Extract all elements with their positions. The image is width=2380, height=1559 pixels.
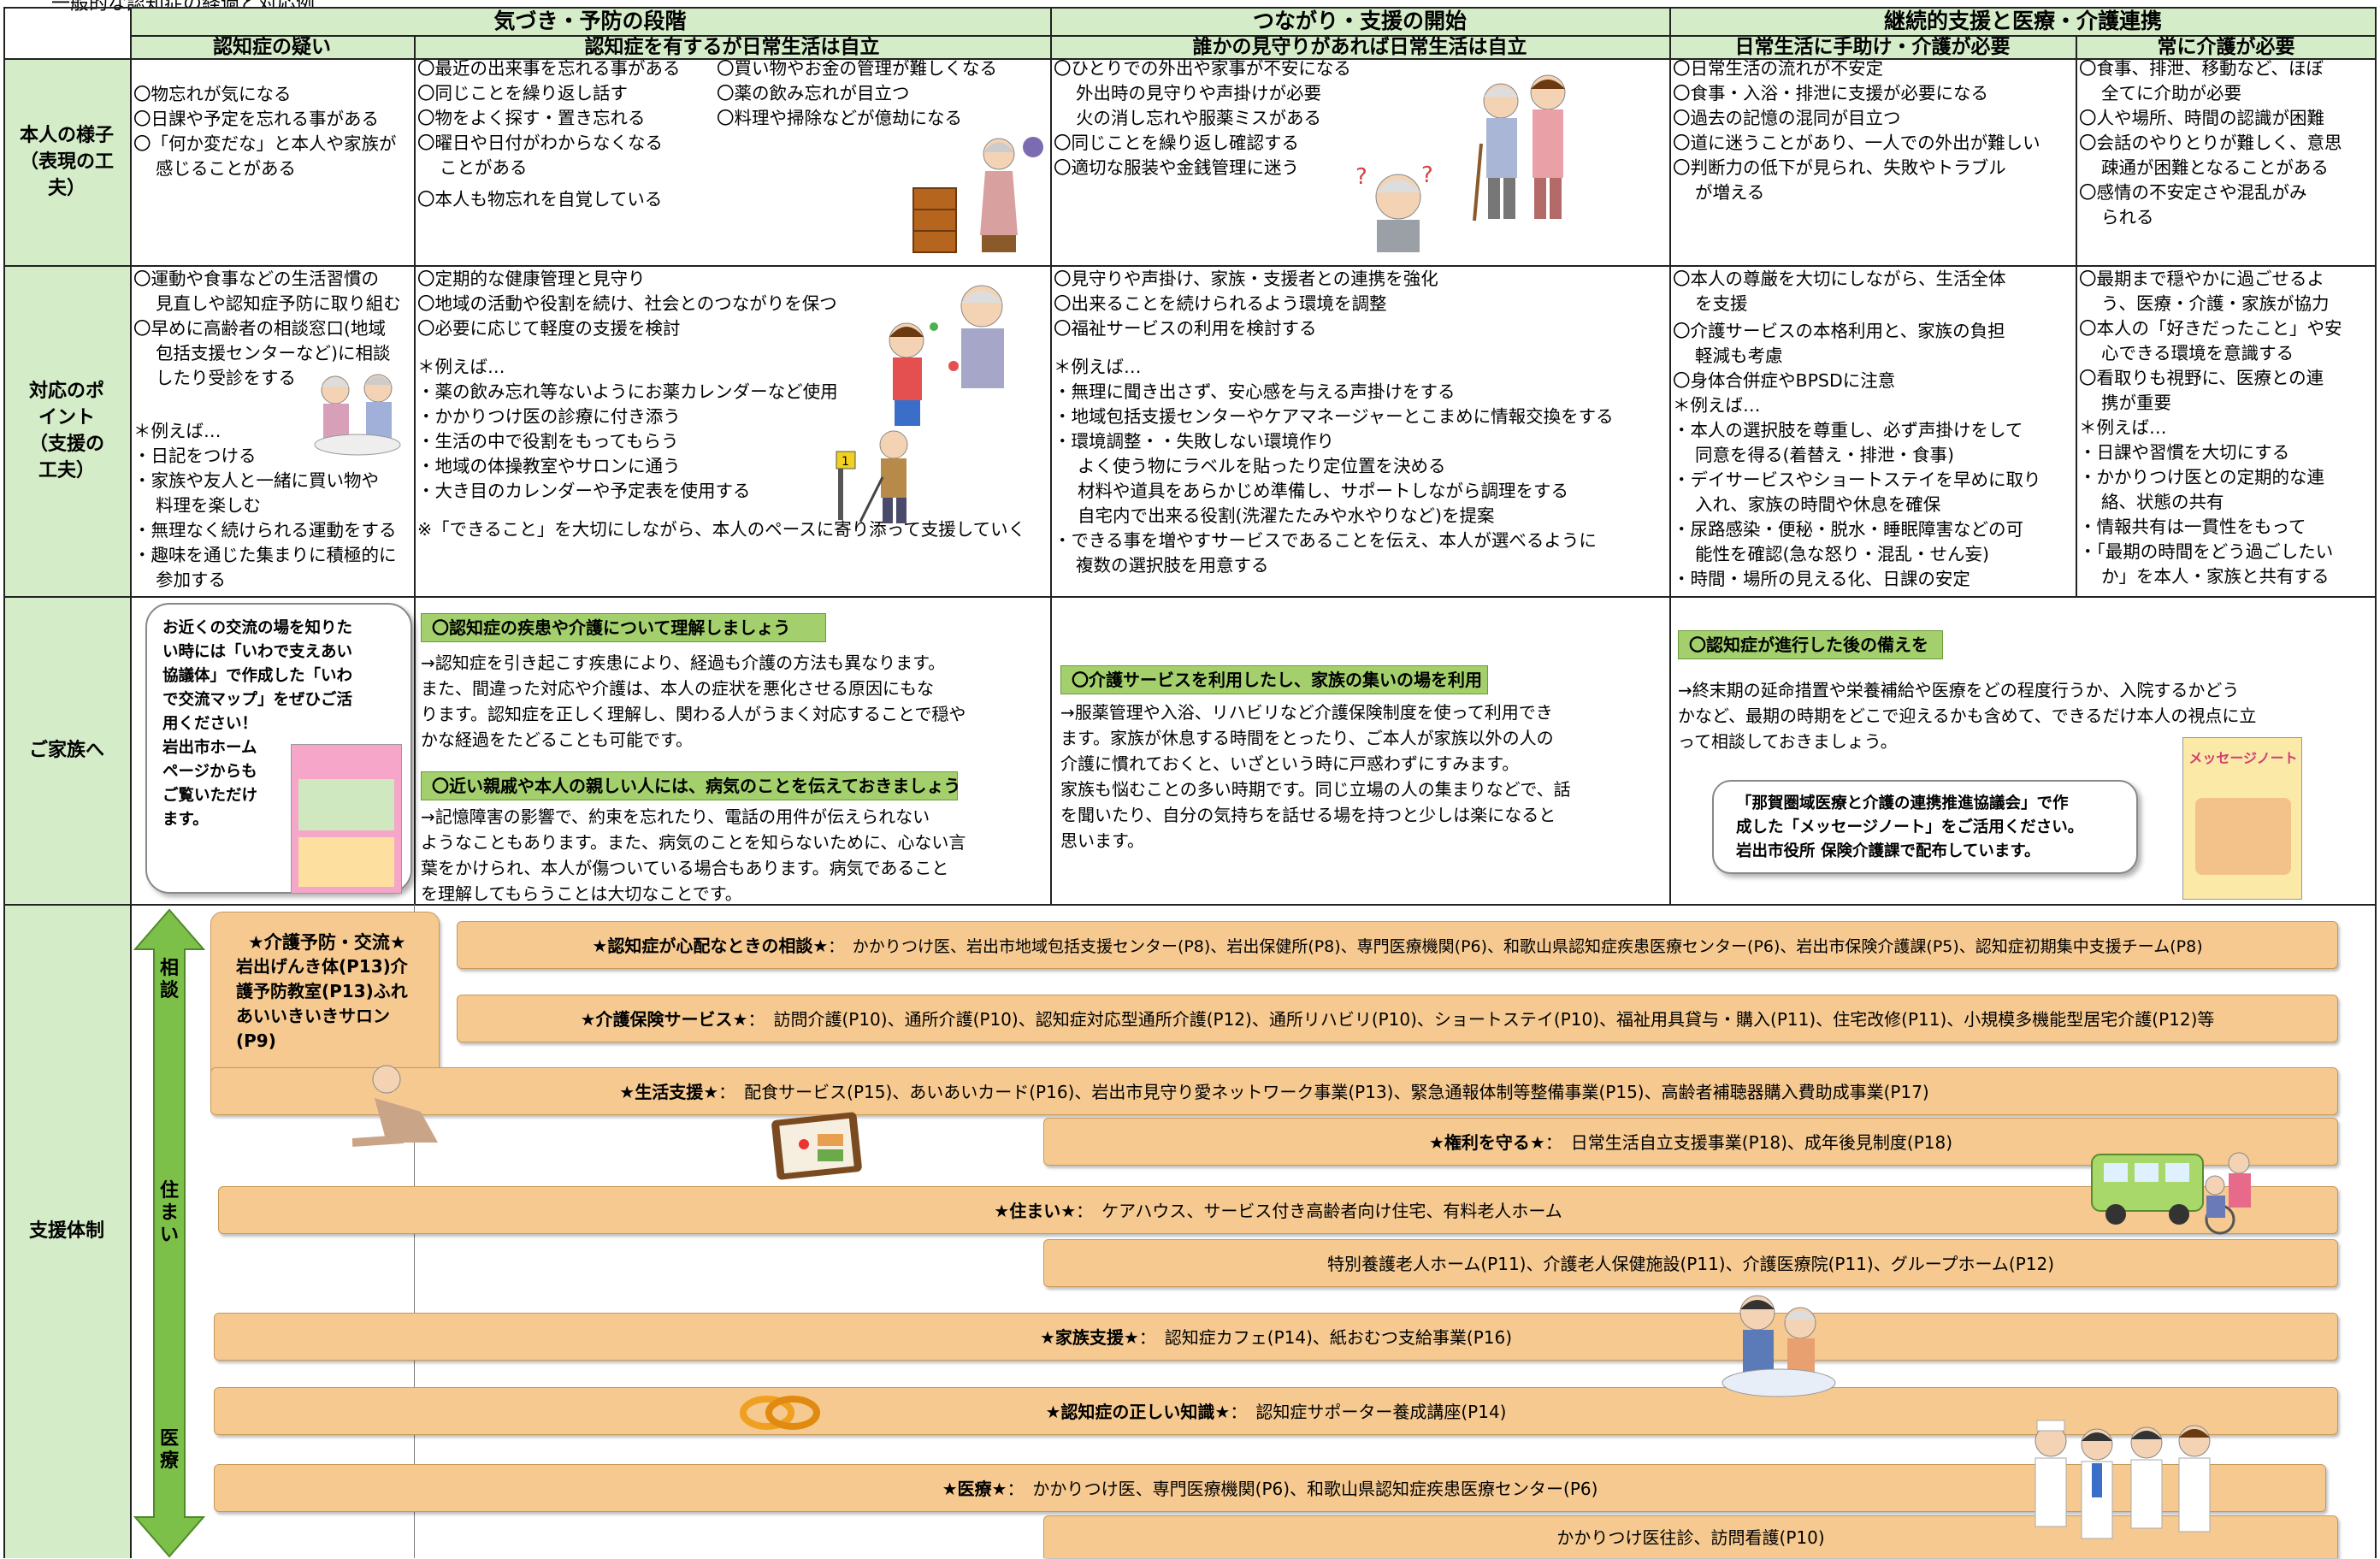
grid-line (2375, 7, 2377, 1558)
arrow-label-housing: 住まい (159, 1180, 179, 1246)
family-text-prepare: →終末期の延命措置や栄養補給や医療をどの程度行うか、入院するかどう かなど、最期… (1678, 680, 2257, 752)
point-cell-5: 〇最期まで穏やかに過ごせるよ う、医療・介護・家族が協力 〇本人の「好きだったこ… (2079, 269, 2342, 587)
message-note-thumbnail: メッセージノート (2182, 737, 2302, 900)
grid-line (3, 904, 2377, 906)
sub-header-4: 日常生活に手助け・介護が必要 (1669, 35, 2076, 58)
grid-line (130, 35, 2377, 37)
message-note-picture (2195, 798, 2291, 875)
map-thumbnail-photo (298, 779, 394, 830)
yobo-koryu-title: ★介護予防・交流★ (248, 932, 406, 953)
support-bar-kaigo-service: ★介護保険サービス★： 訪問介護(P10)、通所介護(P10)、認知症対応型通所… (457, 995, 2338, 1042)
state-cell-2a: 〇最近の出来事を忘れる事がある 〇同じことを繰り返し話す 〇物をよく探す・置き忘… (417, 58, 681, 210)
stage-header-1: 気づき・予防の段階 (130, 7, 1050, 35)
state-cell-3: 〇ひとりでの外出や家事が不安になる 外出時の見守りや声掛けが必要 火の消し忘れや… (1054, 58, 1351, 178)
grid-line (130, 7, 132, 1558)
grid-line (2076, 35, 2077, 596)
yobo-koryu-list: 岩出げんき体(P13)介 護予防教室(P13)ふれ あいいきいきサロン (P9) (236, 956, 408, 1051)
elderly-woman-illustration (912, 137, 1043, 253)
support-bar-home-visit: かかりつけ医往診、訪問看護(P10) (1043, 1515, 2338, 1558)
row-label-points: 対応のポイント（支援の工夫） (3, 265, 130, 596)
family-text-understand: →認知症を引き起こす疾患により、経過も介護の方法も異なります。 また、間違った対… (421, 653, 966, 750)
koryu-map-thumbnail (291, 744, 402, 894)
state-cell-5: 〇食事、排泄、移動など、ほぼ 全てに介助が必要 〇人や場所、時間の認識が困難 〇… (2079, 58, 2342, 227)
sub-header-2: 認知症を有するが日常生活は自立 (414, 35, 1050, 58)
family-tag-understand: 〇認知症の疾患や介護について理解しましょう (421, 613, 826, 642)
support-bar-knowledge: ★認知症の正しい知識★： 認知症サポーター養成講座(P14) (214, 1387, 2338, 1435)
support-bar-medical: ★医療★： かかりつけ医、専門医療機関(P6)、和歌山県認知症疾患医療センター(… (214, 1464, 2326, 1512)
medical-staff-illustration (2035, 1420, 2211, 1539)
state-cell-4: 〇日常生活の流れが不安定 〇食事・入浴・排泄に支援が必要になる 〇過去の記憶の混… (1673, 58, 2040, 203)
family-tag-tell-relatives: 〇近い親戚や本人の親しい人には、病気のことを伝えておきましょう (421, 771, 960, 800)
family-text-tell-relatives: →記憶障害の影響で、約束を忘れたり、電話の用件が伝えられない ようなこともありま… (421, 806, 966, 904)
support-bar-family-support: ★家族支援★： 認知症カフェ(P14)、紙おむつ支給事業(P16) (214, 1313, 2338, 1361)
grid-line (1050, 7, 1052, 904)
sub-header-5: 常に介護が必要 (2076, 35, 2377, 58)
point-cell-3: 〇見守りや声掛け、家族・支援者との連携を強化 〇出来ることを続けられるよう環境を… (1054, 269, 1614, 576)
stage-header-2: つながり・支援の開始 (1050, 7, 1669, 35)
info-bubble-message-note: 「那賀圏域医療と介護の連携推進協議会」で作 成した「メッセージノート」をご活用く… (1712, 780, 2138, 874)
svg-text:?: ? (1355, 164, 1367, 190)
grid-line (3, 265, 2377, 267)
bento-box-illustration (771, 1112, 862, 1180)
family-care-illustration (1722, 1295, 1836, 1397)
grid-line (3, 7, 2377, 9)
grid-line (1669, 7, 1671, 904)
stage-header-3: 継続的支援と医療・介護連携 (1669, 7, 2377, 35)
family-text-services: →服薬管理や入浴、リハビリなど介護保険制度を使って利用でき ます。家族が休息する… (1060, 702, 1571, 851)
grid-line (3, 596, 2377, 598)
family-tag-prepare: 〇認知症が進行した後の備えを (1678, 630, 1943, 659)
grid-line (414, 35, 416, 904)
row-label-support: 支援体制 (3, 904, 130, 1558)
elderly-couple-illustration (1473, 74, 1566, 221)
gateball-illustration: 1 (836, 430, 908, 523)
state-cell-1: 〇物忘れが気になる 〇日課や予定を忘れる事がある 〇「何か変だな」と本人や家族が… (133, 84, 397, 179)
state-cell-2b: 〇買い物やお金の管理が難しくなる 〇薬の飲み忘れが目立つ 〇料理や掃除などが億劫… (717, 58, 997, 128)
rings-illustration (740, 1396, 820, 1430)
point-cell-1: 〇運動や食事などの生活習慣の 見直しや認知症予防に取り組む 〇早めに高齢者の相談… (133, 269, 401, 590)
support-bar-housing: ★住まい★： ケアハウス、サービス付き高齢者向け住宅、有料老人ホーム (218, 1186, 2338, 1234)
confused-elderly-illustration: ? ? (1355, 162, 1433, 252)
row-label-state: 本人の様子（表現の工夫） (3, 58, 130, 265)
grid-line (3, 7, 5, 1558)
sub-header-1: 認知症の疑い (130, 35, 414, 58)
grid-line (3, 58, 2377, 60)
svg-text:1: 1 (842, 455, 849, 469)
sub-header-3: 誰かの見守りがあれば日常生活は自立 (1050, 35, 1669, 58)
stretching-elderly-illustration (352, 1065, 438, 1147)
vertical-double-arrow (133, 908, 205, 1558)
arrow-label-consult: 相談 (159, 958, 179, 1001)
support-bar-facilities: 特別養護老人ホーム(P11)、介護老人保健施設(P11)、介護医療院(P11)、… (1043, 1239, 2338, 1287)
message-note-title: メッセージノート (2188, 750, 2298, 766)
day-service-bus-illustration (2091, 1152, 2251, 1235)
tea-party-illustration (314, 374, 401, 456)
point-cell-4: 〇本人の尊厳を大切にしながら、生活全体 を支援 〇介護サービスの本格利用と、家族… (1673, 269, 2041, 589)
svg-text:?: ? (1421, 162, 1433, 188)
support-bar-life-support: ★生活支援★： 配食サービス(P15)、あいあいカード(P16)、岩出市見守り愛… (210, 1067, 2338, 1115)
map-thumbnail-photo (298, 837, 394, 887)
point-cell-2: 〇定期的な健康管理と見守り 〇地域の活動や役割を続け、社会とのつながりを保つ 〇… (417, 269, 1026, 540)
row-label-family: ご家族へ (3, 596, 130, 904)
support-bar-consult: ★認知症が心配なときの相談★： かかりつけ医、岩出市地域包括支援センター(P8)… (457, 921, 2338, 969)
elderly-greeting-illustration (889, 285, 1004, 426)
arrow-label-medical: 医療 (159, 1428, 179, 1472)
family-tag-services: 〇介護サービスを利用したし、家族の集いの場を利用 (1060, 665, 1488, 694)
